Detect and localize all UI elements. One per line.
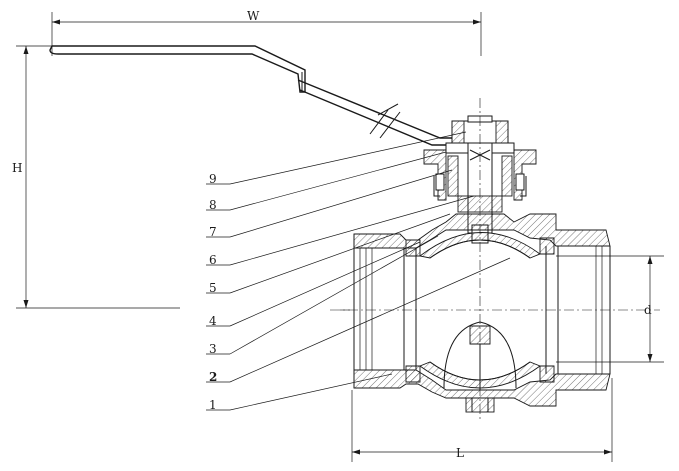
dimension-d-label: d bbox=[644, 303, 652, 317]
part-label-3: 3 bbox=[209, 342, 217, 356]
lever-handle bbox=[49, 45, 452, 146]
dimension-h: H bbox=[12, 45, 180, 309]
dimension-w: W bbox=[51, 9, 482, 56]
dimension-h-label: H bbox=[12, 161, 22, 175]
part-label-4: 4 bbox=[209, 314, 217, 328]
part-label-5: 5 bbox=[209, 281, 217, 295]
part-label-7: 7 bbox=[209, 225, 217, 239]
valve-ball bbox=[418, 232, 541, 413]
part-label-1: 1 bbox=[209, 398, 217, 412]
dimension-d: d bbox=[556, 255, 664, 363]
dimension-l: L bbox=[351, 378, 613, 462]
leader-lines bbox=[206, 131, 511, 411]
part-label-6: 6 bbox=[209, 253, 217, 267]
dimension-l-label: L bbox=[456, 446, 464, 460]
part-label-8: 8 bbox=[209, 198, 217, 212]
dimension-w-label: W bbox=[247, 9, 260, 23]
part-label-2: 2 bbox=[209, 370, 217, 384]
part-labels: 9 8 7 6 5 4 3 2 1 bbox=[209, 172, 217, 412]
center-lines bbox=[330, 98, 660, 420]
part-label-9: 9 bbox=[209, 172, 217, 186]
